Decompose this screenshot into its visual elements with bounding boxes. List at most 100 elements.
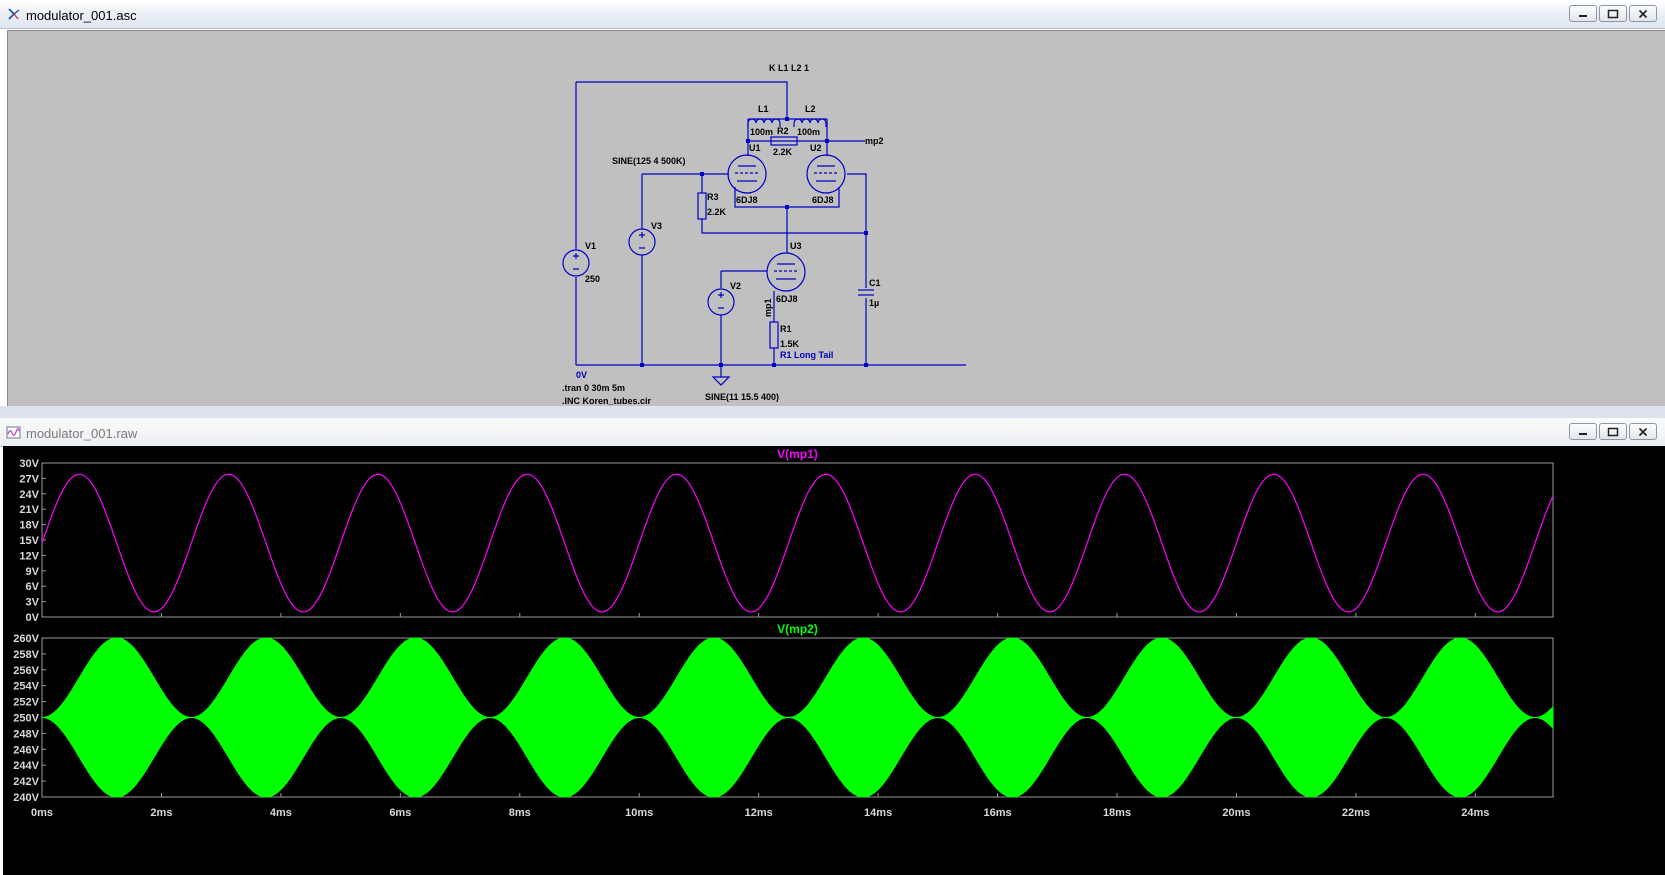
mdi-workspace-gap <box>0 406 1665 418</box>
resistor-r3[interactable]: R3 2.2K <box>697 192 727 220</box>
l2-ref-label: L2 <box>805 104 816 114</box>
u2-ref-label: U2 <box>810 143 822 153</box>
x-tick-label: 2ms <box>150 807 172 819</box>
net-label-mp1: mp1 <box>763 298 773 317</box>
y-tick-label-vmp1: 24V <box>19 489 39 501</box>
resistor-r2[interactable]: R2 2.2K <box>770 126 798 157</box>
x-tick-label: 6ms <box>389 807 411 819</box>
waveform-titlebar[interactable]: modulator_001.raw <box>0 418 1665 447</box>
tube-u1[interactable]: U1 6DJ8 <box>727 143 767 205</box>
coupling-directive: K L1 L2 1 <box>769 63 809 73</box>
voltage-source-v2[interactable]: V2 SINE(11 15.5 400) <box>705 281 779 402</box>
y-tick-label-vmp2: 252V <box>13 697 39 709</box>
capacitor-c1[interactable]: C1 1µ <box>858 278 881 308</box>
include-directive: .INC Koren_tubes.cir <box>562 396 652 406</box>
u2-model-label: 6DJ8 <box>812 195 834 205</box>
waveform-window: modulator_001.raw <box>0 418 1665 875</box>
voltage-source-v1[interactable]: V1 250 <box>562 241 600 284</box>
l1-ref-label: L1 <box>758 104 769 114</box>
c1-ref-label: C1 <box>869 278 881 288</box>
y-tick-label-vmp1: 27V <box>19 473 39 485</box>
trace-vmp2[interactable] <box>41 637 1554 798</box>
y-tick-label-vmp2: 258V <box>13 649 39 661</box>
minimize-button[interactable] <box>1569 5 1597 22</box>
y-tick-label-vmp1: 21V <box>19 504 39 516</box>
x-tick-label: 8ms <box>509 807 531 819</box>
trace-title-vmp1[interactable]: V(mp1) <box>777 447 818 461</box>
net-label-mp2: mp2 <box>865 136 884 146</box>
y-tick-label-vmp2: 260V <box>13 633 39 645</box>
inductor-l1[interactable]: L1 100m <box>747 104 781 137</box>
y-tick-label-vmp2: 256V <box>13 665 39 677</box>
waveform-window-title: modulator_001.raw <box>26 426 138 441</box>
close-icon <box>1638 9 1648 18</box>
y-tick-label-vmp1: 3V <box>26 597 40 609</box>
waveform-window-controls <box>1567 423 1657 441</box>
x-tick-label: 10ms <box>625 807 653 819</box>
r3-ref-label: R3 <box>707 192 719 202</box>
u3-model-label: 6DJ8 <box>776 294 798 304</box>
restore-icon <box>1607 427 1619 436</box>
plot-frame-vmp1 <box>41 462 1554 618</box>
c1-value-label: 1µ <box>869 298 879 308</box>
minimize-button[interactable] <box>1569 423 1597 440</box>
close-icon <box>1638 427 1648 436</box>
y-tick-label-vmp1: 9V <box>26 566 40 578</box>
y-tick-label-vmp2: 240V <box>13 792 39 804</box>
waveform-app-icon <box>6 426 21 439</box>
l1-value-label: 100m <box>750 127 773 137</box>
x-tick-label: 14ms <box>864 807 892 819</box>
voltage-source-v3[interactable]: V3 SINE(125 4 500K) <box>612 156 686 256</box>
y-tick-label-vmp1: 30V <box>19 458 39 470</box>
y-tick-label-vmp1: 0V <box>26 612 40 624</box>
x-tick-label: 24ms <box>1461 807 1489 819</box>
r1-comment: R1 Long Tail <box>780 350 833 360</box>
schematic-titlebar[interactable]: modulator_001.asc <box>0 0 1665 29</box>
trace-vmp1[interactable] <box>41 473 1554 613</box>
minimize-icon <box>1579 14 1587 17</box>
x-tick-label: 12ms <box>745 807 773 819</box>
x-tick-label: 22ms <box>1342 807 1370 819</box>
v2-value-label: SINE(11 15.5 400) <box>705 392 779 402</box>
junctions <box>640 117 868 367</box>
close-button[interactable] <box>1629 5 1657 22</box>
r2-value-label: 2.2K <box>773 147 793 157</box>
resistor-r1[interactable]: R1 1.5K R1 Long Tail <box>769 321 833 360</box>
u1-model-label: 6DJ8 <box>736 195 758 205</box>
l2-value-label: 100m <box>797 127 820 137</box>
schematic-window: modulator_001.asc <box>0 0 1665 407</box>
r1-ref-label: R1 <box>780 324 792 334</box>
v1-ref-label: V1 <box>585 241 596 251</box>
ground-symbol[interactable] <box>711 376 731 386</box>
v3-ref-label: V3 <box>651 221 662 231</box>
tube-u3[interactable]: U3 6DJ8 <box>766 241 806 304</box>
x-tick-label: 4ms <box>270 807 292 819</box>
minimize-icon <box>1579 432 1587 435</box>
r2-ref-label: R2 <box>777 126 789 136</box>
schematic-canvas[interactable]: L1 100m L2 100m K L1 L2 1 R2 2.2K mp2 <box>7 30 1665 407</box>
trace-title-vmp2[interactable]: V(mp2) <box>777 622 818 636</box>
tran-directive: .tran 0 30m 5m <box>562 383 625 393</box>
r3-value-label: 2.2K <box>707 207 727 217</box>
restore-button[interactable] <box>1599 423 1627 440</box>
schematic-drawing[interactable]: L1 100m L2 100m K L1 L2 1 R2 2.2K mp2 <box>8 31 1665 407</box>
y-tick-label-vmp2: 244V <box>13 760 39 772</box>
plot-pane-vmp2[interactable]: V(mp2)240V242V244V246V248V250V252V254V25… <box>13 622 1554 819</box>
inductor-l2[interactable]: L2 100m <box>793 104 827 137</box>
schematic-window-controls <box>1567 5 1657 23</box>
schematic-window-title: modulator_001.asc <box>26 8 137 23</box>
y-tick-label-vmp1: 18V <box>19 520 39 532</box>
tube-u2[interactable]: U2 6DJ8 <box>806 143 846 205</box>
y-tick-label-vmp1: 12V <box>19 550 39 562</box>
v1-value-label: 250 <box>585 274 600 284</box>
restore-icon <box>1607 9 1619 18</box>
close-button[interactable] <box>1629 423 1657 440</box>
x-tick-label: 16ms <box>984 807 1012 819</box>
restore-button[interactable] <box>1599 5 1627 22</box>
y-tick-label-vmp2: 242V <box>13 776 39 788</box>
ltspice-app-icon <box>8 8 20 20</box>
y-tick-label-vmp2: 248V <box>13 728 39 740</box>
